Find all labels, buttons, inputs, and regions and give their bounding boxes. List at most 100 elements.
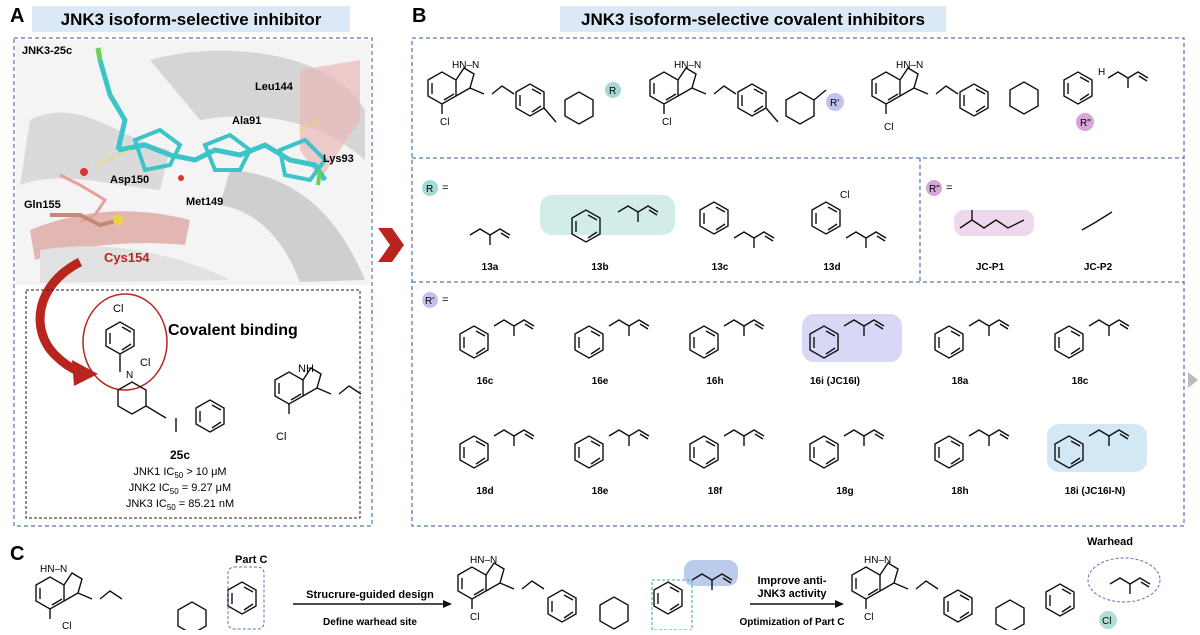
next-arrow-icon — [1188, 372, 1198, 388]
structure-13d: Cl — [811, 190, 887, 249]
label-13c: 13c — [712, 262, 729, 273]
arrow2-top-text-1: Improve anti- — [757, 575, 826, 587]
structure-18e — [574, 429, 650, 469]
svg-text:Cl: Cl — [864, 612, 873, 623]
structure-13c — [699, 201, 775, 249]
label-18d: 18d — [476, 486, 493, 497]
svg-text:Cl: Cl — [884, 122, 893, 133]
structure-18d — [459, 429, 535, 469]
covalent-arrowhead — [72, 360, 98, 386]
arrow2-top-text-2: JNK3 activity — [757, 588, 827, 600]
arrow1-top-text: Strucrure-guided design — [306, 589, 434, 601]
residue-cys154: Cys154 — [104, 250, 150, 265]
panel-c-middle-structure: HN–N Cl — [457, 555, 738, 631]
r-double-prime-symbol: R" — [929, 184, 940, 195]
svg-text:HN–N: HN–N — [470, 555, 497, 566]
structure-18a — [934, 319, 1010, 359]
part-c-highlight — [227, 566, 265, 630]
svg-text:R": R" — [1080, 118, 1091, 129]
label-18a: 18a — [952, 376, 969, 387]
panel-b-header-bg — [560, 6, 946, 32]
dichlorophenyl-highlight — [82, 293, 168, 391]
arrowhead-structure-guided — [443, 600, 452, 608]
r-prime-row1-structures — [459, 314, 1130, 362]
panel-b-title: JNK3 isoform-selective covalent inhibito… — [581, 10, 925, 29]
label-18i: 18i (JC16I-N) — [1065, 486, 1126, 497]
scaffold-r: HN–N Cl R — [427, 60, 621, 128]
label-18h: 18h — [951, 486, 968, 497]
residue-lys93: Lys93 — [323, 153, 354, 165]
svg-text:HN–N: HN–N — [674, 60, 701, 71]
panel-a-title: JNK3 isoform-selective inhibitor — [61, 10, 322, 29]
structure-18i — [1047, 424, 1147, 472]
r-prime-row2-structures — [459, 424, 1147, 472]
svg-text:Cl: Cl — [440, 117, 449, 128]
label-16e: 16e — [592, 376, 609, 387]
r-equals: = — [442, 182, 448, 194]
structure-18g — [809, 429, 885, 469]
panel-a-letter: A — [10, 5, 24, 27]
svg-text:HN–N: HN–N — [864, 555, 891, 566]
structure-18h — [934, 429, 1010, 469]
chevron-right-icon — [378, 228, 404, 262]
residue-leu144: Leu144 — [255, 81, 294, 93]
ic50-jnk2: JNK2 IC50 = 9.27 μM — [129, 482, 231, 496]
compound-25c-label: 25c — [170, 448, 190, 462]
label-18f: 18f — [708, 486, 723, 497]
svg-text:R: R — [609, 86, 616, 97]
label-16h: 16h — [706, 376, 723, 387]
structure-16e — [574, 319, 650, 359]
svg-text:Cl: Cl — [840, 190, 849, 201]
r-group-badge — [422, 180, 438, 196]
svg-text:H: H — [1098, 67, 1105, 78]
structure-18f — [689, 429, 765, 469]
svg-text:HN–N: HN–N — [452, 60, 479, 71]
svg-text:HN–N: HN–N — [896, 60, 923, 71]
structure-16c — [459, 319, 535, 359]
residue-gln155: Gln155 — [24, 199, 61, 211]
r-group-symbol: R — [426, 184, 433, 195]
arrowhead-improve — [835, 600, 844, 608]
part-c-label: Part C — [235, 554, 267, 566]
scaffold-r-prime: HN–N Cl R' — [649, 60, 844, 128]
panel-c-letter: C — [10, 543, 24, 565]
panel-c-start-structure: HN–N Cl — [35, 564, 257, 635]
svg-text:Cl: Cl — [113, 303, 123, 315]
label-16c: 16c — [477, 376, 494, 387]
complex-label: JNK3-25c — [22, 45, 72, 57]
ic50-jnk1: JNK1 IC50 > 10 μM — [133, 466, 226, 480]
compound-25c-structure: Cl Cl N NH Cl — [105, 303, 362, 443]
structure-13a — [469, 228, 511, 246]
label-13b: 13b — [591, 262, 608, 273]
r-prime-badge — [422, 292, 438, 308]
compound-25c-box — [25, 289, 361, 519]
warhead-label: Warhead — [1087, 536, 1133, 548]
r-double-prime-badge — [926, 180, 942, 196]
residue-ala91: Ala91 — [232, 115, 261, 127]
structure-13b — [540, 195, 675, 243]
residue-asp150: Asp150 — [110, 174, 149, 186]
svg-text:HN–N: HN–N — [40, 564, 67, 575]
label-18c: 18c — [1072, 376, 1089, 387]
svg-text:Cl: Cl — [276, 431, 286, 443]
arrow1-bottom-text: Define warhead site — [323, 617, 417, 628]
svg-text:Cl: Cl — [140, 357, 150, 369]
structure-16h — [689, 319, 765, 359]
structure-jc-p2 — [1081, 211, 1113, 231]
panel-b-letter: B — [412, 5, 426, 27]
svg-text:N: N — [126, 370, 133, 381]
svg-text:NH: NH — [298, 363, 314, 375]
structure-18c — [1054, 319, 1130, 359]
label-13d: 13d — [823, 262, 840, 273]
svg-text:R': R' — [830, 98, 839, 109]
covalent-binding-label: Covalent binding — [168, 322, 298, 339]
svg-text:Cl: Cl — [662, 117, 671, 128]
r-prime-row1-labels: 16c 16e 16h 16i (JC16I) 18a 18c — [477, 376, 1089, 387]
ic50-jnk3: JNK3 IC50 = 85.21 nM — [126, 498, 234, 512]
r-prime-equals: = — [442, 294, 448, 306]
label-jc-p1: JC-P1 — [976, 262, 1005, 273]
residue-met149: Met149 — [186, 196, 223, 208]
label-jc-p2: JC-P2 — [1084, 262, 1113, 273]
structure-16i — [802, 314, 902, 362]
